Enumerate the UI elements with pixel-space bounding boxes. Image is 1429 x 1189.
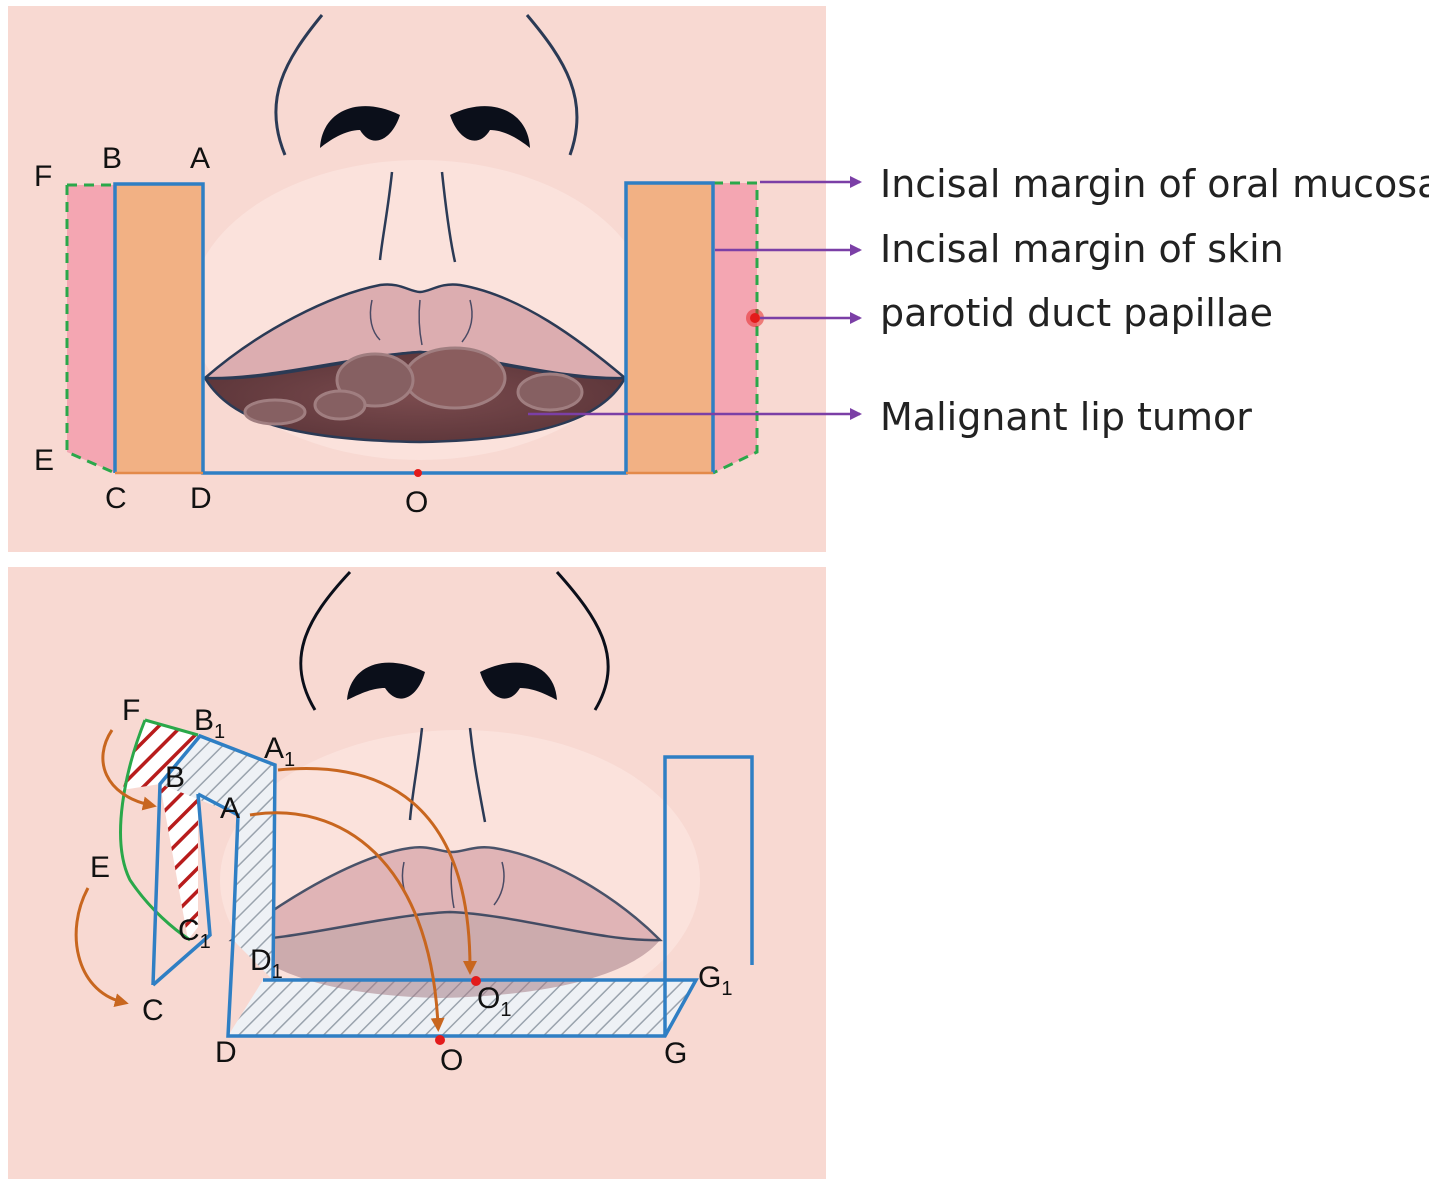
callout-skin: Incisal margin of skin [880,227,1284,271]
bottom-nose [299,570,610,823]
label-c: C [105,482,127,515]
rotation-arrow-a1 [277,767,477,975]
label-g: G [664,1037,687,1070]
left-mucosa-flap [67,185,115,473]
label-a1: A1 [264,732,295,771]
mucosa-flap-hatched-top [122,720,198,790]
tumor-nodule [403,346,507,410]
left-mucosa-incision [65,183,116,475]
left-nostril [320,106,400,148]
label-b1: B1 [194,704,225,743]
label-f: F [122,694,140,727]
label-c1: C1 [178,914,211,953]
left-nostril [347,662,425,700]
faded-tumor-area [232,912,660,998]
label-g1: G1 [698,961,732,1000]
skin-flap-hatched [160,736,275,980]
callout-tumor: Malignant lip tumor [880,395,1252,439]
label-o1: O1 [477,982,511,1021]
label-a: A [190,142,210,175]
mucosa-incision-rotated [119,718,199,942]
label-d: D [215,1036,237,1069]
label-f: F [34,160,52,193]
flap-edge-c-c1 [151,793,212,987]
label-d1: D1 [250,944,283,983]
tumor-nodule [313,389,367,421]
top-panel: F B A E C D O [8,6,862,552]
tumor-nodule [243,398,307,426]
point-o-marker [414,469,422,477]
philtrum-left [408,727,424,821]
label-o: O [405,486,428,519]
label-e: E [34,444,54,477]
label-e: E [90,851,110,884]
callout-oral-mucosa: Incisal margin of oral mucosa [880,162,1429,206]
right-incision [663,755,754,1036]
right-nostril [480,662,557,700]
parotid-papilla [750,313,760,323]
philtrum-right [440,171,457,263]
right-skin-flap [626,183,713,473]
point-o1-marker [471,976,481,986]
mucosa-flap-hatched [160,764,198,940]
rotation-arrow-e [74,887,129,1008]
left-skin-flap [115,184,203,473]
upper-lip [228,846,663,942]
point-o-marker [435,1035,445,1045]
lower-flap-hatched [228,980,696,1036]
label-b: B [165,761,185,794]
label-d: D [190,482,212,515]
right-nostril [450,106,530,148]
tumor-nodule [516,372,584,412]
top-lips [201,283,629,444]
callout-papillae: parotid duct papillae [880,291,1273,335]
rotation-arrow-a [249,811,445,1032]
top-nose [274,14,579,263]
right-mucosa-flap [713,183,757,473]
label-c: C [142,994,164,1027]
philtrum-right [468,727,487,823]
label-a: A [220,792,240,825]
label-b: B [102,142,122,175]
bottom-panel: F B1 A1 B A E C1 C D1 O1 G1 D O G [8,567,826,1179]
philtrum-left [378,171,394,261]
label-o: O [440,1044,463,1077]
rotation-arrow-f [101,729,157,811]
